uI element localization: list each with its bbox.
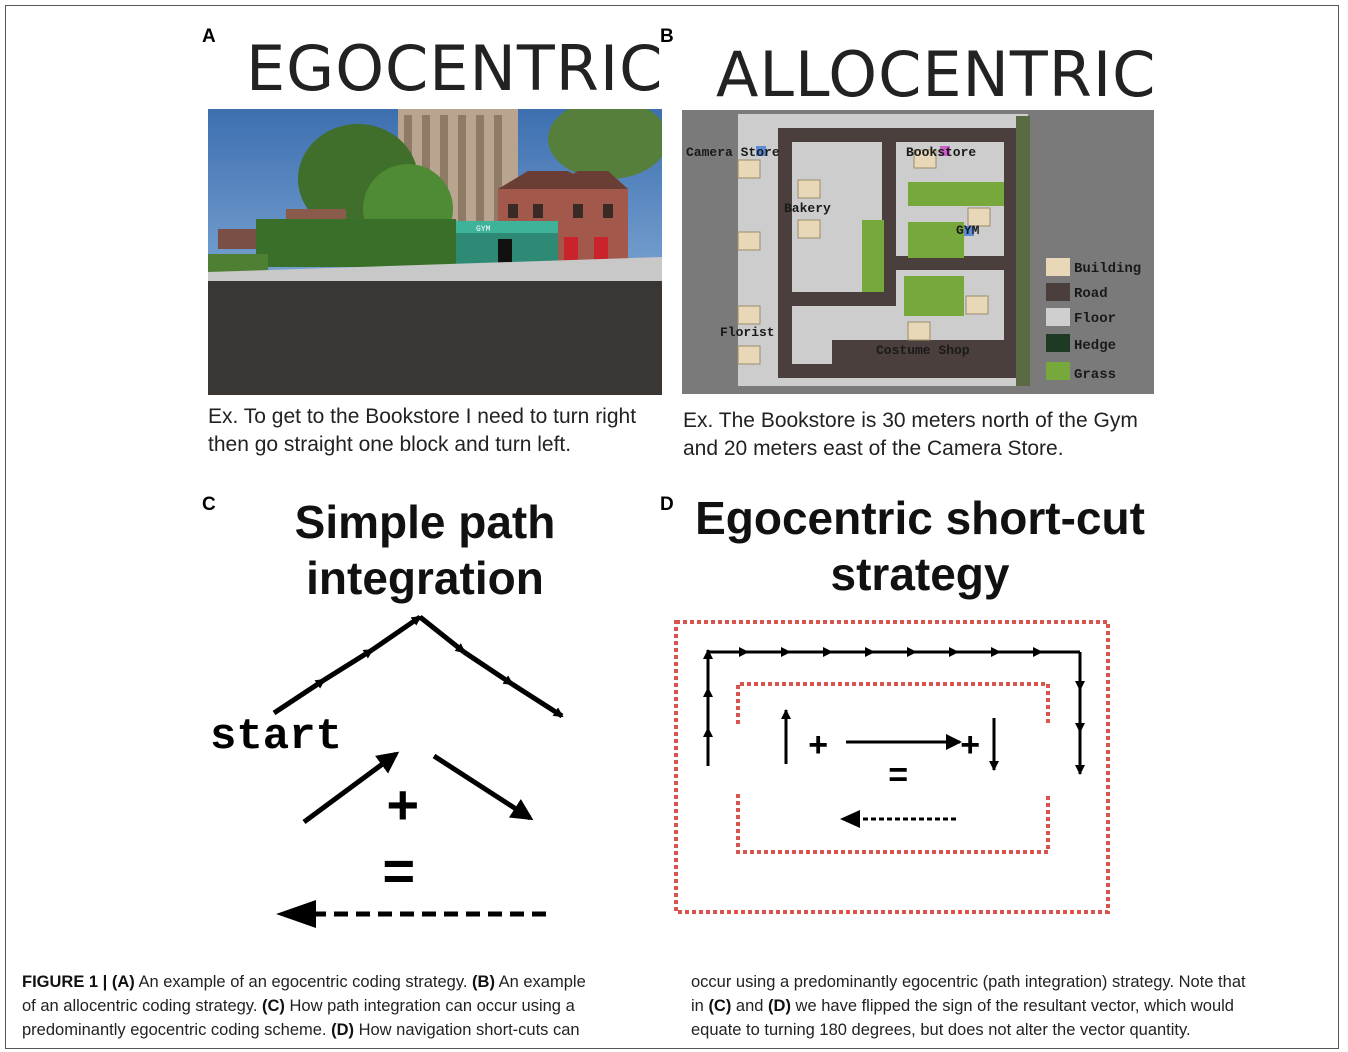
panel-c-title-line-1: Simple path bbox=[294, 496, 556, 548]
path-segment-6 bbox=[510, 681, 564, 719]
caption-run: (A) bbox=[111, 973, 135, 991]
caption-run: An example of an egocentric coding strat… bbox=[134, 973, 473, 991]
caption-left: FIGURE 1 | (A) An example of an egocentr… bbox=[22, 970, 672, 1042]
panel-b-title: ALLOCENTRIC bbox=[716, 38, 1157, 111]
inner-resultant-arrowhead bbox=[840, 810, 860, 828]
summed-vector-down bbox=[432, 753, 534, 821]
caption-left-line-3: predominantly egocentric coding scheme. … bbox=[22, 1018, 672, 1042]
inner-boundary-top bbox=[736, 682, 1050, 726]
legend-building: Building bbox=[1074, 261, 1141, 277]
panel-b-example: Ex. The Bookstore is 30 meters north of … bbox=[683, 407, 1143, 463]
panel-d-plus-2: + bbox=[960, 729, 980, 767]
caption-left-line-1: FIGURE 1 | (A) An example of an egocentr… bbox=[22, 970, 672, 994]
panel-c-equals: = bbox=[382, 843, 416, 907]
caption-run: (C) bbox=[262, 997, 285, 1015]
caption-right-line-2: in (C) and (D) we have flipped the sign … bbox=[691, 994, 1331, 1018]
panel-c-letter: C bbox=[202, 494, 216, 515]
panel-a-title: EGOCENTRIC bbox=[246, 32, 664, 105]
caption-run: How navigation short-cuts can bbox=[354, 1021, 580, 1039]
path-segment-3 bbox=[370, 614, 422, 653]
caption-run: occur using a predominantly egocentric (… bbox=[691, 973, 1246, 991]
map-label-florist: Florist bbox=[720, 325, 775, 340]
path-segment-5 bbox=[462, 649, 514, 687]
path-integration-diagram: start + = bbox=[210, 614, 564, 928]
panel-c-plus: + bbox=[386, 777, 420, 841]
legend-hedge: Hedge bbox=[1074, 338, 1116, 354]
panel-b-example-line-2: and 20 meters east of the Camera Store. bbox=[683, 437, 1064, 460]
summed-vector-up bbox=[302, 751, 400, 825]
caption-run: of an allocentric coding strategy. bbox=[22, 997, 262, 1015]
panel-a-letter: A bbox=[202, 26, 216, 47]
map-label-gym: GYM bbox=[956, 223, 980, 238]
map-label-bookstore: Bookstore bbox=[906, 145, 976, 160]
caption-run: and bbox=[731, 997, 769, 1015]
panel-c-title-line-2: integration bbox=[306, 552, 544, 604]
path-segment-1 bbox=[272, 677, 326, 716]
panel-a-example-line-2: then go straight one block and turn left… bbox=[208, 433, 572, 456]
panel-d-letter: D bbox=[660, 494, 674, 515]
caption-left-line-2: of an allocentric coding strategy. (C) H… bbox=[22, 994, 672, 1018]
caption-run: we have flipped the sign of the resultan… bbox=[790, 997, 1234, 1015]
caption-run: in bbox=[691, 997, 709, 1015]
panel-b-letter: B bbox=[660, 26, 674, 47]
panel-d-title-line-2: strategy bbox=[830, 548, 1010, 600]
legend-road: Road bbox=[1074, 286, 1108, 302]
map-label-bakery: Bakery bbox=[784, 201, 831, 216]
caption-run: equate to turning 180 degrees, but does … bbox=[691, 1021, 1191, 1039]
panel-c-title: Simple path integration bbox=[260, 494, 590, 606]
panel-d-title-line-1: Egocentric short-cut bbox=[695, 492, 1145, 544]
caption-right: occur using a predominantly egocentric (… bbox=[691, 970, 1331, 1042]
gym-sign: GYM bbox=[476, 225, 491, 234]
shortcut-diagram: + + = bbox=[674, 620, 1110, 914]
map-label-camera-store: Camera Store bbox=[686, 145, 780, 160]
caption-run: How path integration can occur using a bbox=[284, 997, 575, 1015]
outer-boundary bbox=[674, 620, 1110, 914]
map-legend: Building Road Floor Hedge Grass bbox=[1046, 258, 1141, 383]
caption-run: predominantly egocentric coding scheme. bbox=[22, 1021, 332, 1039]
caption-right-line-3: equate to turning 180 degrees, but does … bbox=[691, 1018, 1331, 1042]
caption-run: (C) bbox=[708, 997, 732, 1015]
inner-boundary-bottom bbox=[736, 794, 1050, 854]
figure-frame bbox=[5, 5, 1339, 1049]
panel-b-example-line-1: Ex. The Bookstore is 30 meters north of … bbox=[683, 409, 1138, 432]
egocentric-street-scene: GYM bbox=[208, 109, 662, 395]
resultant-arrowhead bbox=[276, 900, 316, 928]
caption-run: (B) bbox=[472, 973, 495, 991]
panel-a-example: Ex. To get to the Bookstore I need to tu… bbox=[208, 403, 668, 459]
panel-a-example-line-1: Ex. To get to the Bookstore I need to tu… bbox=[208, 405, 637, 428]
legend-floor: Floor bbox=[1074, 311, 1116, 327]
caption-right-line-1: occur using a predominantly egocentric (… bbox=[691, 970, 1331, 994]
caption-run: (D) bbox=[768, 997, 791, 1015]
path-segment-4 bbox=[418, 615, 466, 654]
legend-grass: Grass bbox=[1074, 367, 1116, 383]
caption-run: FIGURE 1 | bbox=[22, 973, 112, 991]
panel-d-equals: = bbox=[888, 759, 908, 797]
caption-run: (D) bbox=[331, 1021, 354, 1039]
panel-d-title: Egocentric short-cut strategy bbox=[680, 490, 1160, 602]
allocentric-map: Camera Store Bookstore Bakery GYM Floris… bbox=[682, 110, 1154, 394]
start-label: start bbox=[210, 712, 342, 762]
path-segment-2 bbox=[322, 647, 374, 683]
map-label-costume-shop: Costume Shop bbox=[876, 343, 970, 358]
caption-run: An example bbox=[494, 973, 586, 991]
panel-d-plus-1: + bbox=[808, 729, 828, 767]
